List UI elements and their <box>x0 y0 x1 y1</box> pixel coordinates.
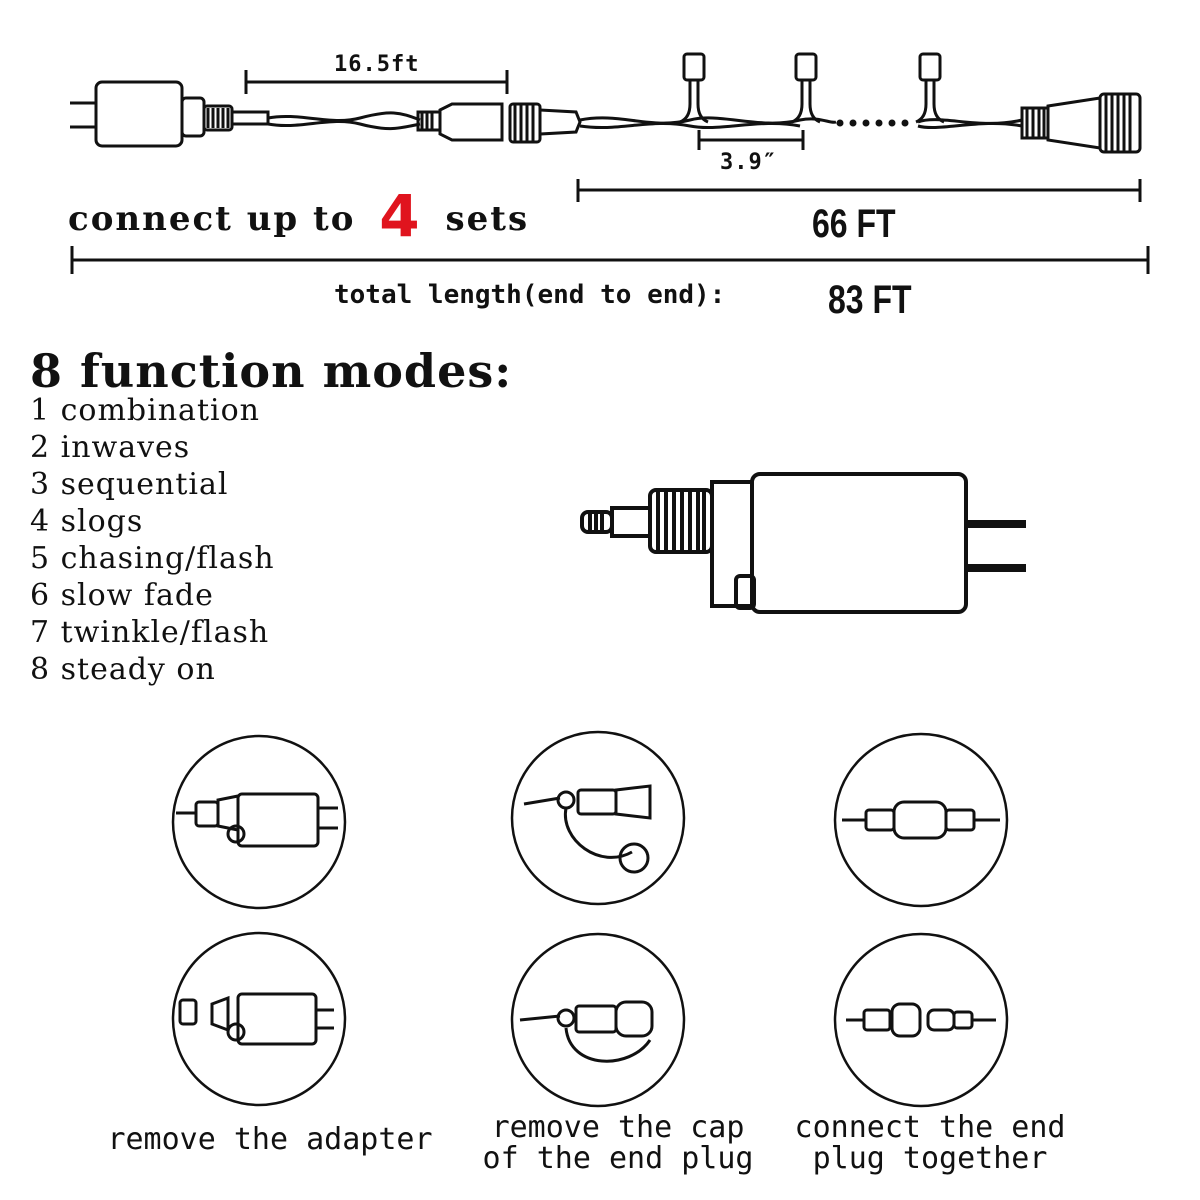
total-length-dimension-line <box>70 246 1150 274</box>
capped-end-plug-icon <box>523 784 652 874</box>
step-circle <box>833 932 1009 1108</box>
mode-item: 2 inwaves <box>30 430 191 465</box>
bulb-spacing-dimension-line <box>697 130 805 150</box>
plugs-connected-icon <box>842 800 1000 840</box>
caption-line: remove the adapter <box>107 1122 433 1157</box>
bulb-spacing-label: 3.9″ <box>720 150 777 175</box>
adapter-connected-icon <box>176 792 338 848</box>
string-light-diagram <box>70 52 1150 274</box>
total-length-value: 83 FT <box>828 278 912 322</box>
mode-item: 4 slogs <box>30 504 144 539</box>
caption-line: connect the end <box>794 1110 1066 1145</box>
caption-line: plug together <box>812 1141 1048 1176</box>
step-caption-remove-cap: remove the cap of the end plug <box>468 1112 768 1174</box>
ellipsis-dots <box>836 119 909 127</box>
step-circle <box>510 932 686 1108</box>
modes-list: 1 combination 2 inwaves 3 sequential 4 s… <box>30 392 275 688</box>
step-circle <box>171 931 347 1107</box>
bulb-icon <box>915 52 945 124</box>
lit-length-value: 66 FT <box>812 202 896 246</box>
light-wire <box>579 116 837 125</box>
step-caption-connect-plugs: connect the end plug together <box>780 1112 1080 1174</box>
mode-item: 6 slow fade <box>30 578 214 613</box>
male-connector-icon <box>416 102 582 144</box>
step-circle <box>171 734 347 910</box>
step-circle <box>833 732 1009 908</box>
bulb-icon <box>679 52 709 124</box>
plugs-joining-icon <box>846 1002 996 1038</box>
adapter-icon <box>70 80 270 148</box>
mode-item: 8 steady on <box>30 652 216 687</box>
caption-line: of the end plug <box>482 1141 754 1176</box>
mode-item: 7 twinkle/flash <box>30 615 270 650</box>
modes-title: 8 function modes: <box>30 344 513 398</box>
lead-wire <box>267 111 421 122</box>
caption-line: remove the cap <box>491 1110 745 1145</box>
connect-sets-text: connect up to 4 sets <box>68 176 530 250</box>
mode-item: 5 chasing/flash <box>30 541 275 576</box>
connect-suffix: sets <box>445 199 530 239</box>
step-circle <box>510 730 686 906</box>
mode-item: 1 combination <box>30 393 260 428</box>
lead-length-dimension-line <box>244 70 509 94</box>
lit-length-dimension-line <box>576 179 1142 202</box>
step-caption-remove-adapter: remove the adapter <box>100 1124 440 1155</box>
lead-length-label: 16.5ft <box>334 52 420 77</box>
connect-prefix: connect up to <box>68 199 356 239</box>
connect-number: 4 <box>379 182 422 250</box>
uncapped-end-plug-icon <box>519 1000 654 1063</box>
bulb-icon <box>791 52 821 124</box>
mode-item: 3 sequential <box>30 467 229 502</box>
total-length-label: total length(end to end): <box>334 280 726 310</box>
end-plug-icon <box>1020 92 1142 154</box>
adapter-removed-icon <box>178 992 334 1046</box>
